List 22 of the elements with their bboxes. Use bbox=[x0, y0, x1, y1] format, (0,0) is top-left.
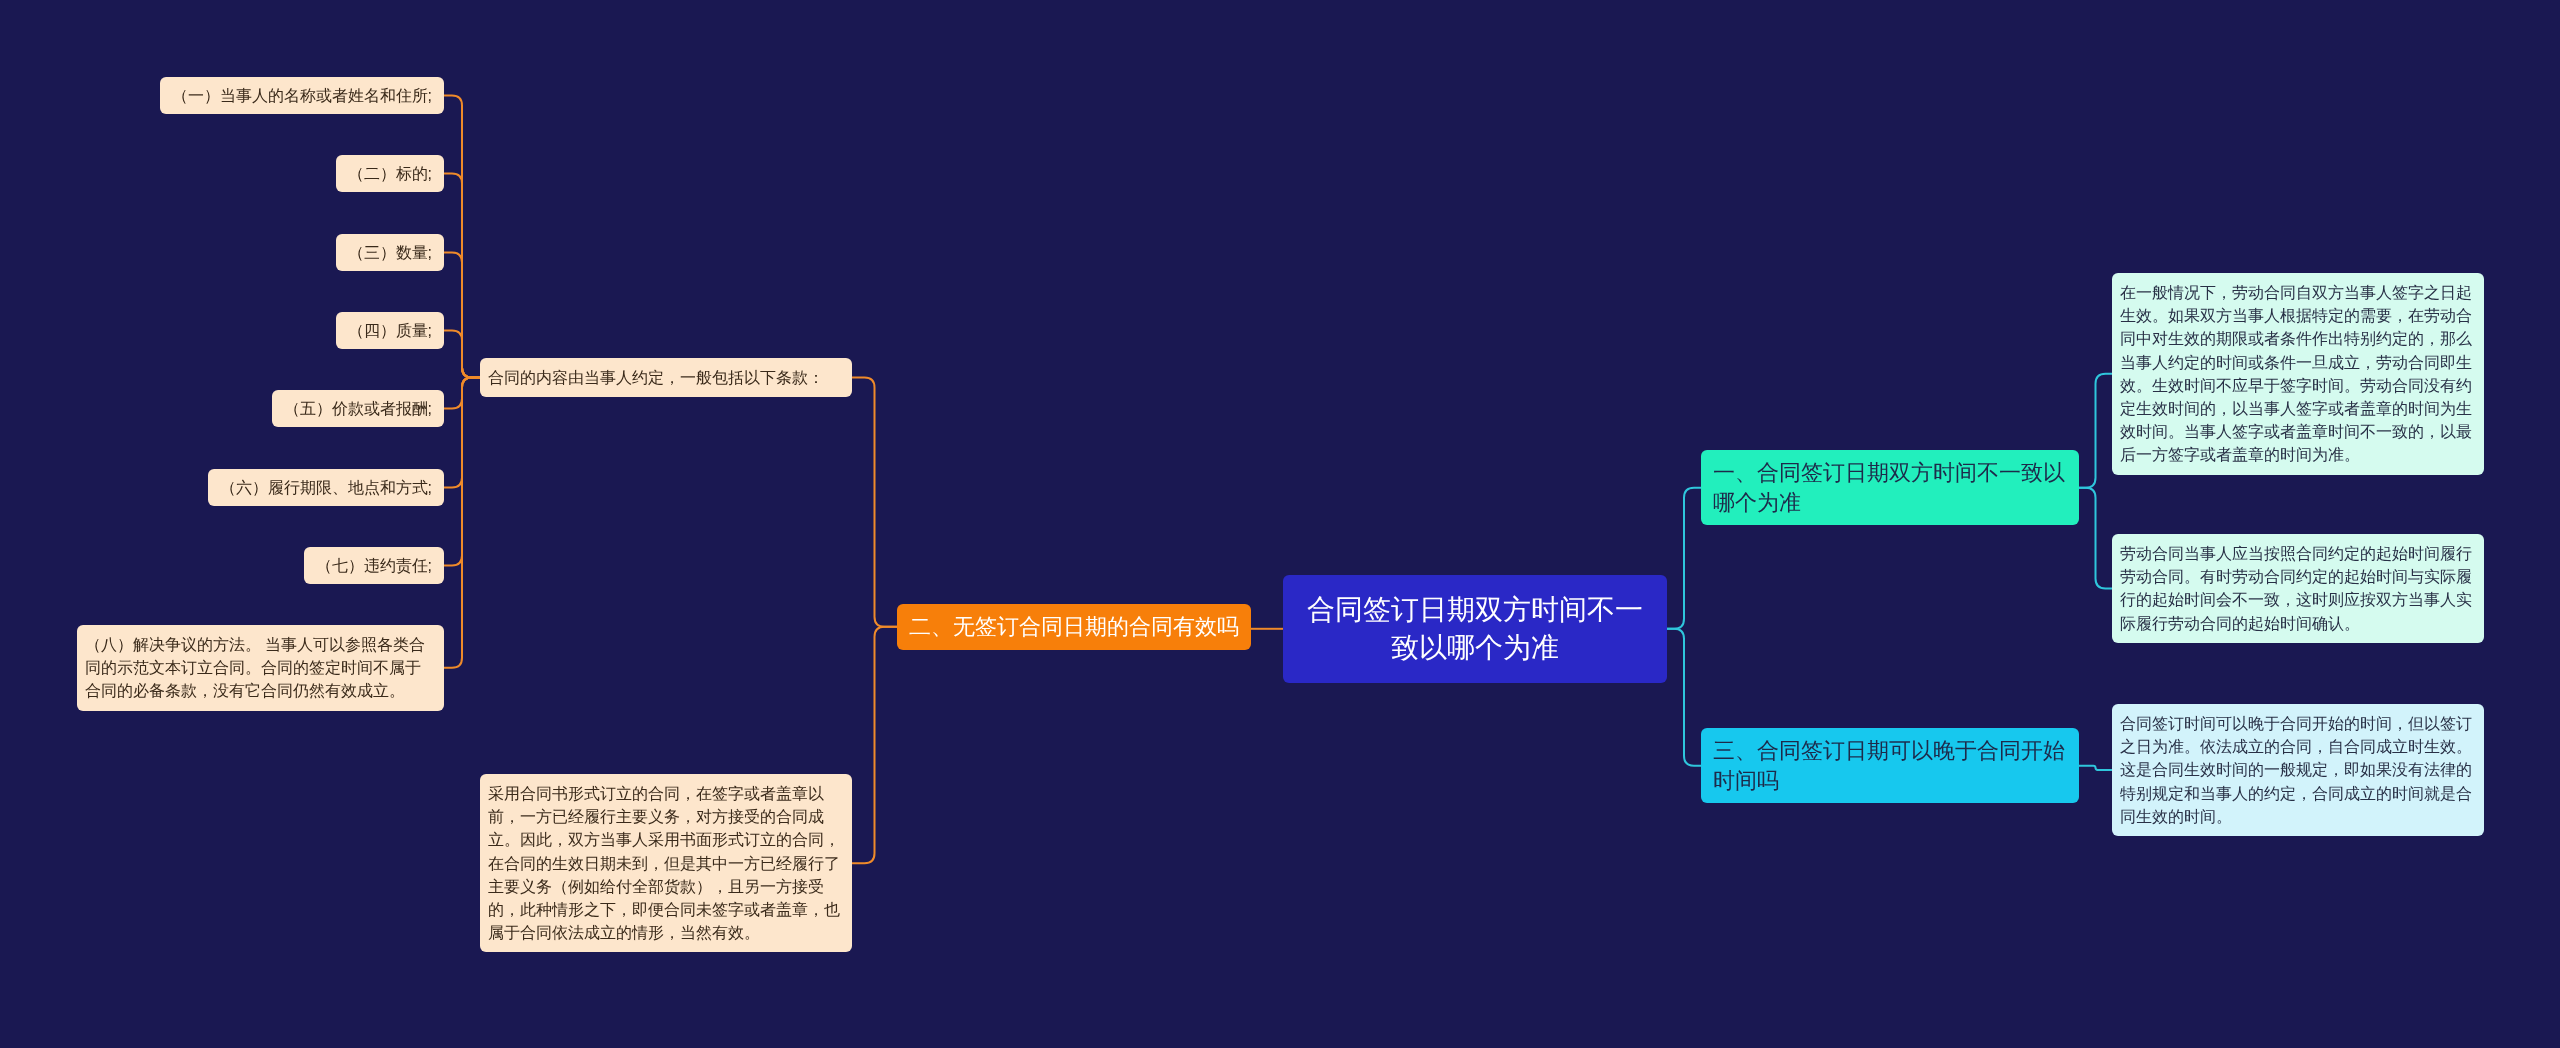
connector-line bbox=[851, 625, 898, 865]
note-box: 在一般情况下，劳动合同自双方当事人签字之日起生效。如果双方当事人根据特定的需要，在劳动合同中对生效的期限或者条件作出特别约定的，那么当事人约定的时间或条件一旦成立，劳动合同即生效。生效时间不应早于签字时间。劳动合同没有约定生效时间的，以当事人签字或者盖章的时间为生效时间。当事人签字或者盖章时间不一致的，以最后一方签字或者盖章的时间为准。 bbox=[2112, 273, 2484, 475]
list-item-box: （三）数量; bbox=[335, 234, 444, 272]
connector-line bbox=[2078, 486, 2113, 590]
list-item-box: （四）质量; bbox=[335, 312, 444, 350]
connector-line bbox=[2078, 764, 2113, 771]
list-item-box: （六）履行期限、地点和方式; bbox=[207, 469, 444, 507]
note-box: （八）解决争议的方法。 当事人可以参照各类合同的示范文本订立合同。合同的签定时间不属于合同的必备条款，没有它合同仍然有效成立。 bbox=[77, 625, 444, 711]
list-item-box: （一）当事人的名称或者姓名和住所; bbox=[159, 77, 444, 115]
note-box: 劳动合同当事人应当按照合同约定的起始时间履行劳动合同。有时劳动合同约定的起始时间与实际履行的起始时间会不一致，这时则应按双方当事人实际履行劳动合同的起始时间确认。 bbox=[2112, 534, 2484, 643]
subtopic-box: 二、无签订合同日期的合同有效吗 bbox=[897, 604, 1251, 650]
note-box: 合同的内容由当事人约定，一般包括以下条款： bbox=[480, 358, 852, 398]
list-item-box: （二）标的; bbox=[335, 155, 444, 193]
note-box: 采用合同书形式订立的合同，在签字或者盖章以前，一方已经履行主要义务，对方接受的合同成立。因此，双方当事人采用书面形式订立的合同，在合同的生效日期未到，但是其中一方已经履行了主要义务（例如给付全部货款），且另一方接受的，此种情形之下，即便合同未签字或者盖章，也属于合同依法成立的情形，当然有效。 bbox=[480, 774, 852, 953]
connector-line bbox=[443, 376, 481, 669]
connector-line bbox=[1250, 627, 1284, 630]
note-box: 合同签订时间可以晚于合同开始的时间，但以签订之日为准。依法成立的合同，自合同成立时生效。这是合同生效时间的一般规定，即如果没有法律的特别规定和当事人的约定，合同成立的时间就是合同生效的时间。 bbox=[2112, 704, 2484, 836]
list-item-box: （五）价款或者报酬; bbox=[271, 390, 444, 428]
subtopic-box: 一、合同签订日期双方时间不一致以哪个为准 bbox=[1701, 450, 2079, 526]
subtopic-box: 三、合同签订日期可以晚于合同开始时间吗 bbox=[1701, 728, 2079, 804]
list-item-box: （七）违约责任; bbox=[303, 547, 444, 585]
central-topic: 合同签订日期双方时间不一致以哪个为准 bbox=[1283, 575, 1667, 683]
